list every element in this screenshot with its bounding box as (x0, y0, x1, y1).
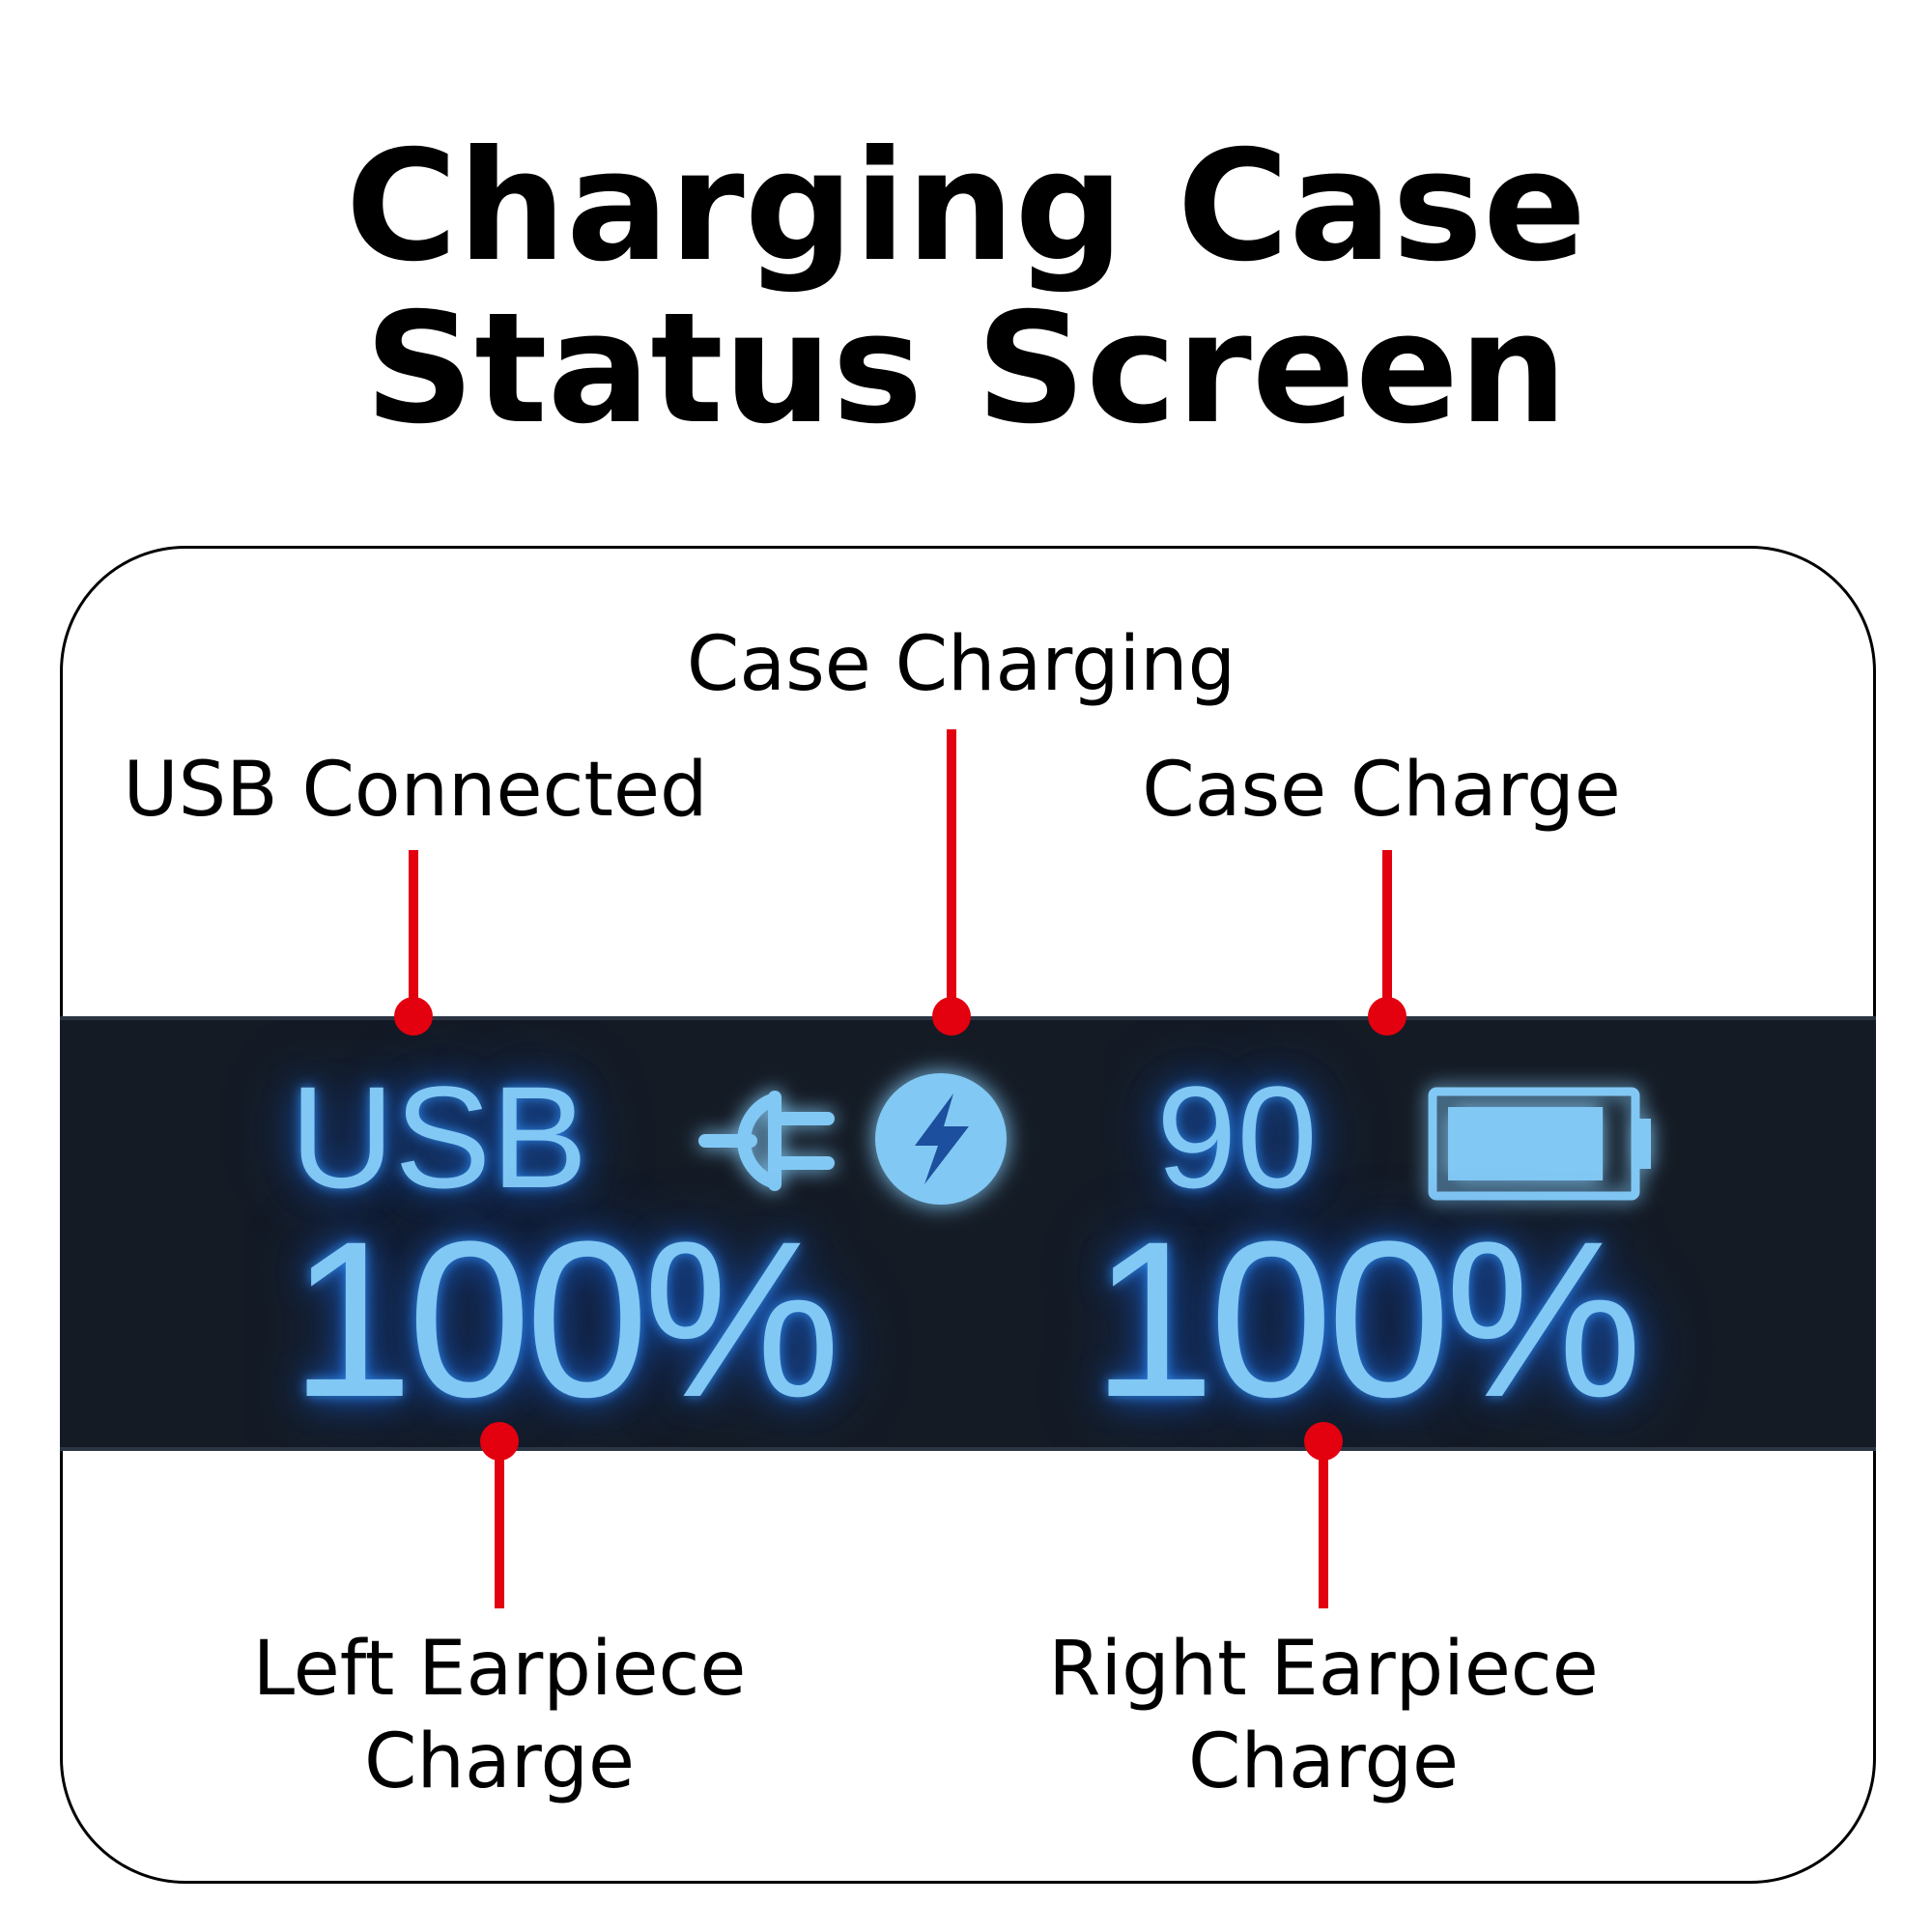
right-earpiece-charge: 100% (1092, 1195, 1642, 1443)
label-case-charging: Case Charging (686, 621, 1236, 708)
battery-fill (1448, 1107, 1604, 1180)
label-left-line-2: Charge (364, 1719, 635, 1805)
usb-text: USB (290, 1056, 588, 1218)
lightning-bolt-icon (875, 1073, 1007, 1205)
title-line-1: Charging Case (345, 118, 1587, 296)
label-left-earpiece-charge: Left Earpiece Charge (210, 1623, 789, 1808)
label-left-line-1: Left Earpiece (252, 1626, 747, 1713)
label-right-line-2: Charge (1188, 1719, 1459, 1805)
battery-icon (1428, 1087, 1651, 1201)
page-title: Charging Case Status Screen (0, 126, 1932, 450)
left-earpiece-charge: 100% (290, 1195, 840, 1443)
label-usb-connected: USB Connected (123, 747, 708, 834)
label-right-earpiece-charge: Right Earpiece Charge (1005, 1623, 1642, 1808)
case-charge-value: 90 (1156, 1056, 1318, 1218)
label-case-charge: Case Charge (1142, 747, 1621, 834)
status-screen: USB 90 (60, 1016, 1876, 1451)
title-line-2: Status Screen (364, 280, 1568, 458)
plug-icon (698, 1091, 835, 1191)
label-right-line-1: Right Earpiece (1048, 1626, 1599, 1713)
